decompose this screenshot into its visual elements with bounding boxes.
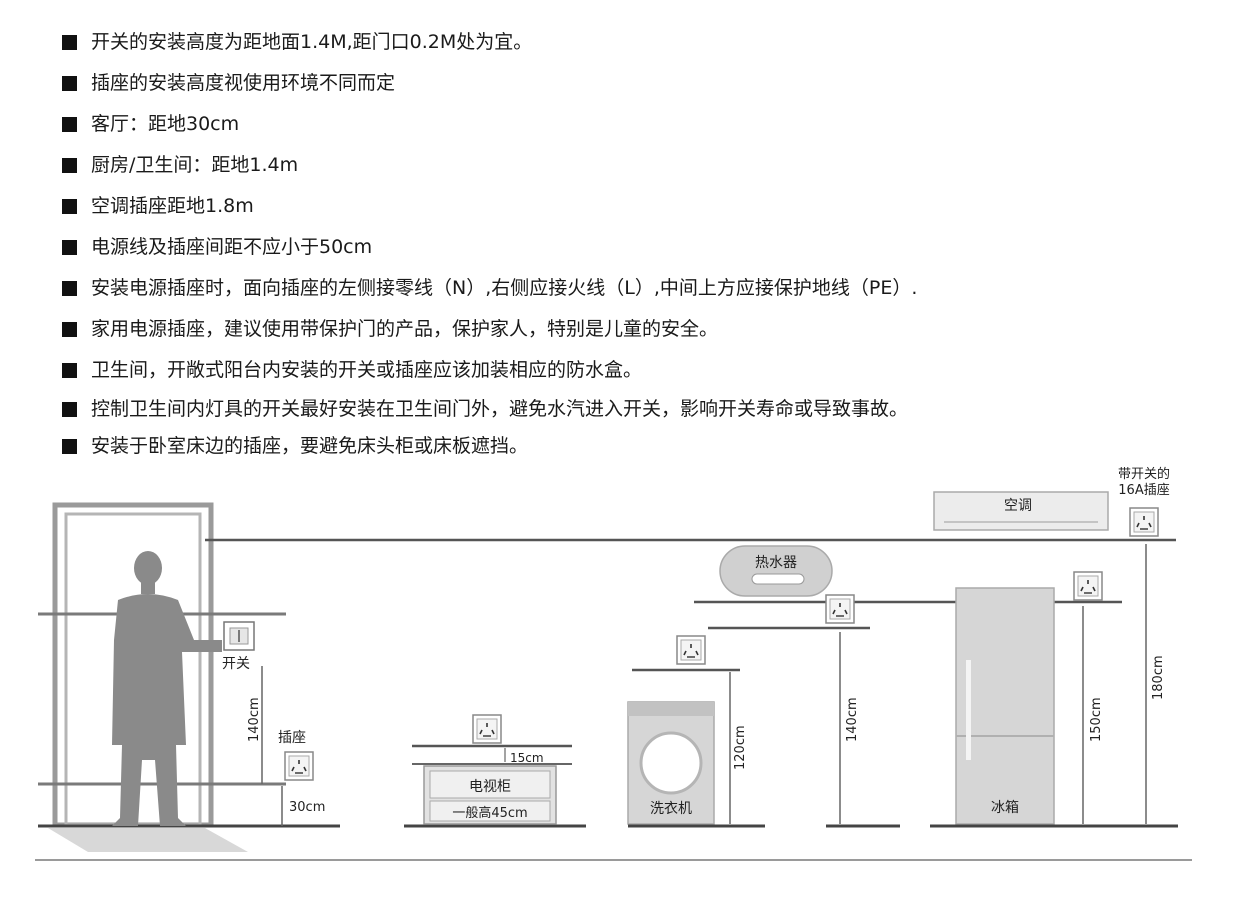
list-item: 家用电源插座，建议使用带保护门的产品，保护家人，特别是儿童的安全。 [62, 309, 1222, 350]
dimension-150cm: 150cm [1089, 697, 1104, 742]
water-heater-socket-icon [825, 594, 855, 624]
dimension-140cm-b: 140cm [845, 697, 860, 742]
list-item-text: 空调插座距地1.8m [91, 195, 254, 217]
list-item: 安装电源插座时，面向插座的左侧接零线（N）,右侧应接火线（L）,中间上方应接保护… [62, 268, 1222, 309]
list-item-text: 卫生间，开敞式阳台内安装的开关或插座应该加装相应的防水盒。 [91, 359, 643, 381]
list-item-text: 控制卫生间内灯具的开关最好安装在卫生间门外，避免水汽进入开关，影响开关寿命或导致… [91, 398, 909, 420]
dimension-30cm: 30cm [289, 800, 325, 815]
bullet-square-icon [62, 363, 77, 378]
list-item-text: 插座的安装高度视使用环境不同而定 [91, 72, 396, 94]
ac-label: 空调 [1004, 498, 1032, 514]
dimension-180cm: 180cm [1151, 655, 1166, 700]
list-item: 空调插座距地1.8m [62, 186, 1222, 227]
list-item-text: 安装电源插座时，面向插座的左侧接零线（N）,右侧应接火线（L）,中间上方应接保护… [91, 277, 918, 299]
installation-guidelines-list: 开关的安装高度为距地面1.4M,距门口0.2M处为宜。 插座的安装高度视使用环境… [62, 22, 1222, 465]
bullet-square-icon [62, 76, 77, 91]
list-item: 厨房/卫生间：距地1.4m [62, 145, 1222, 186]
list-item: 电源线及插座间距不应小于50cm [62, 227, 1222, 268]
dimension-120cm: 120cm [733, 725, 748, 770]
bullet-square-icon [62, 240, 77, 255]
water-heater-label: 热水器 [755, 555, 797, 571]
tv-cabinet-height-label: 一般高45cm [452, 805, 527, 821]
door-mat [48, 828, 248, 852]
dimension-15cm: 15cm [510, 751, 544, 765]
water-heater-icon [719, 545, 833, 597]
list-item-text: 开关的安装高度为距地面1.4M,距门口0.2M处为宜。 [91, 31, 533, 53]
washer-label: 洗衣机 [650, 801, 692, 817]
list-item-text: 家用电源插座，建议使用带保护门的产品，保护家人，特别是儿童的安全。 [91, 318, 719, 340]
bullet-square-icon [62, 158, 77, 173]
list-item-text: 安装于卧室床边的插座，要避免床头柜或床板遮挡。 [91, 435, 529, 457]
list-item-text: 电源线及插座间距不应小于50cm [91, 236, 373, 258]
dimension-140cm: 140cm [247, 697, 262, 742]
washer-socket-icon [676, 635, 706, 665]
bullet-square-icon [62, 402, 77, 417]
list-item: 插座的安装高度视使用环境不同而定 [62, 63, 1222, 104]
air-conditioner-icon [933, 491, 1109, 531]
list-item-text: 客厅：距地30cm [91, 113, 240, 135]
living-room-socket-icon [284, 751, 314, 781]
tv-cabinet-icon [423, 765, 557, 825]
bullet-square-icon [62, 35, 77, 50]
tv-cabinet-label: 电视柜 [469, 779, 511, 795]
ac-socket-icon [1129, 507, 1159, 537]
bullet-square-icon [62, 199, 77, 214]
list-item-text: 厨房/卫生间：距地1.4m [91, 154, 299, 176]
switch-label: 开关 [222, 656, 250, 672]
ac-socket-label-line1: 带开关的 [1118, 466, 1170, 482]
tv-socket-icon [472, 714, 502, 744]
refrigerator-icon [955, 587, 1055, 825]
washing-machine-icon [627, 701, 715, 825]
fridge-socket-icon [1073, 571, 1103, 601]
ac-socket-label-line2: 16A插座 [1118, 483, 1169, 498]
bullet-square-icon [62, 439, 77, 454]
list-item: 控制卫生间内灯具的开关最好安装在卫生间门外，避免水汽进入开关，影响开关寿命或导致… [62, 391, 1222, 428]
list-item: 卫生间，开敞式阳台内安装的开关或插座应该加装相应的防水盒。 [62, 350, 1222, 391]
bullet-square-icon [62, 281, 77, 296]
socket-label: 插座 [278, 730, 306, 746]
person-silhouette [112, 551, 222, 826]
fridge-label: 冰箱 [991, 800, 1019, 816]
list-item: 开关的安装高度为距地面1.4M,距门口0.2M处为宜。 [62, 22, 1222, 63]
list-item: 客厅：距地30cm [62, 104, 1222, 145]
wall-switch-icon [223, 621, 255, 651]
bullet-square-icon [62, 322, 77, 337]
bullet-square-icon [62, 117, 77, 132]
list-item: 安装于卧室床边的插座，要避免床头柜或床板遮挡。 [62, 428, 1222, 465]
